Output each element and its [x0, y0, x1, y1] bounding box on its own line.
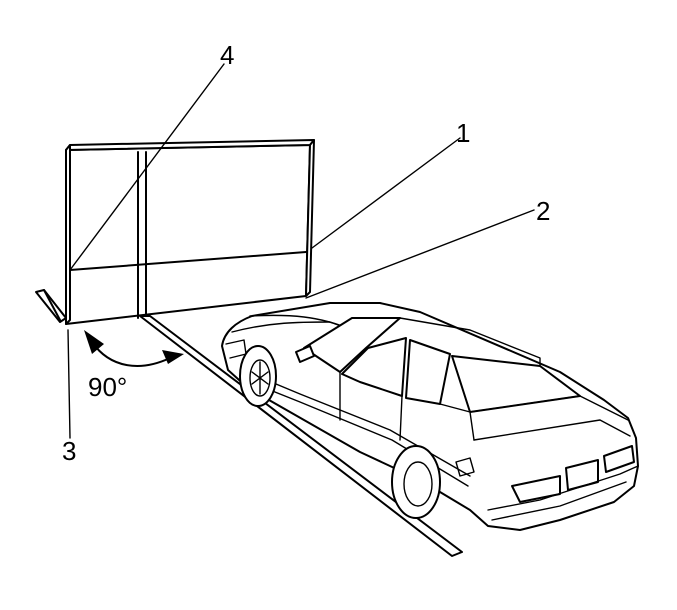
leader-line-1 — [311, 137, 461, 249]
arrow-head-left-icon — [84, 330, 104, 354]
callout-label-2: 2 — [536, 196, 550, 226]
alignment-screen — [35, 139, 315, 325]
callout-label-1: 1 — [456, 118, 470, 148]
right-angle-indicator — [84, 330, 184, 367]
arrow-head-right-icon — [162, 350, 184, 364]
leader-lines — [67, 63, 535, 439]
angle-arc — [91, 341, 171, 367]
leader-line-3 — [67, 329, 71, 439]
leader-line-2 — [305, 209, 535, 299]
callout-label-4: 4 — [220, 40, 234, 70]
leader-line-4 — [69, 63, 225, 271]
angle-label: 90° — [88, 372, 127, 402]
callout-label-3: 3 — [62, 436, 76, 466]
vehicle-sedan — [221, 302, 639, 531]
